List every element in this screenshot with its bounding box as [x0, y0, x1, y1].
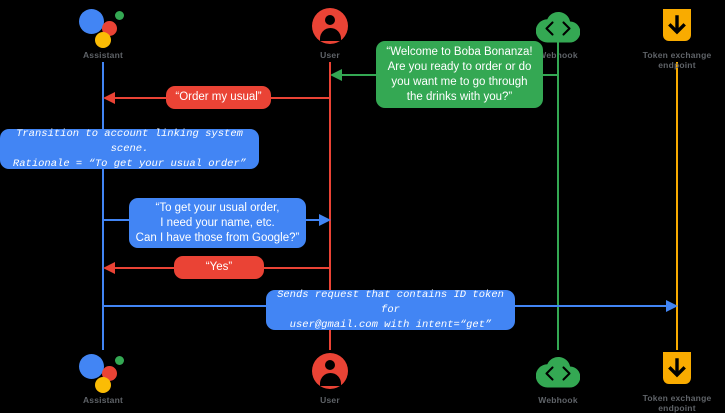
- cloud-code-icon: [498, 350, 618, 392]
- msg-order-source-stub: [329, 62, 331, 98]
- msg-askname-bubble: “To get your usual order, I need your na…: [129, 198, 306, 248]
- actor-label-endpoint-top: Token exchange endpoint: [642, 50, 712, 70]
- actor-label-assistant-bottom: Assistant: [82, 395, 124, 405]
- msg-welcome-bubble: “Welcome to Boba Bonanza! Are you ready …: [376, 41, 543, 108]
- msg-sendsreq-arrowhead: [666, 300, 678, 312]
- actor-label-assistant-top: Assistant: [82, 50, 124, 60]
- actor-endpoint-top: Token exchange endpoint: [617, 5, 725, 70]
- cloud-code-icon: [498, 5, 618, 47]
- actor-assistant-bottom: Assistant: [43, 350, 163, 405]
- google-assistant-icon: [43, 350, 163, 393]
- msg-order-bubble: “Order my usual”: [166, 86, 271, 109]
- msg-transition-note: Transition to account linking system sce…: [0, 128, 259, 170]
- actor-endpoint-bottom: Token exchange endpoint: [617, 348, 725, 413]
- actor-label-endpoint-bottom: Token exchange endpoint: [642, 393, 712, 413]
- actor-webhook-bottom: Webhook: [498, 350, 618, 405]
- actor-label-user-bottom: User: [320, 395, 340, 405]
- download-box-icon: [617, 5, 725, 47]
- msg-yes-bubble: “Yes”: [174, 256, 264, 279]
- actor-user-top: User: [270, 5, 390, 60]
- msg-askname-source-stub: [102, 169, 104, 221]
- google-assistant-icon: [43, 5, 163, 48]
- msg-yes-arrowhead: [103, 262, 115, 274]
- msg-askname-arrowhead: [319, 214, 331, 226]
- lifeline-endpoint: [676, 62, 678, 350]
- msg-order-arrowhead: [103, 92, 115, 104]
- msg-sendsreq-bubble: Sends request that contains ID token for…: [266, 289, 515, 331]
- lifeline-webhook: [557, 62, 559, 350]
- lifeline-user: [329, 62, 331, 350]
- actor-label-user-top: User: [320, 50, 340, 60]
- user-avatar-icon: [270, 5, 390, 47]
- msg-welcome-arrowhead: [330, 69, 342, 81]
- actor-user-bottom: User: [270, 350, 390, 405]
- msg-sendsreq-source-stub: [102, 285, 104, 307]
- actor-assistant-top: Assistant: [43, 5, 163, 60]
- msg-welcome-source-stub: [557, 40, 559, 76]
- actor-label-webhook-bottom: Webhook: [538, 395, 578, 405]
- user-avatar-icon: [270, 350, 390, 392]
- download-box-icon: [617, 348, 725, 390]
